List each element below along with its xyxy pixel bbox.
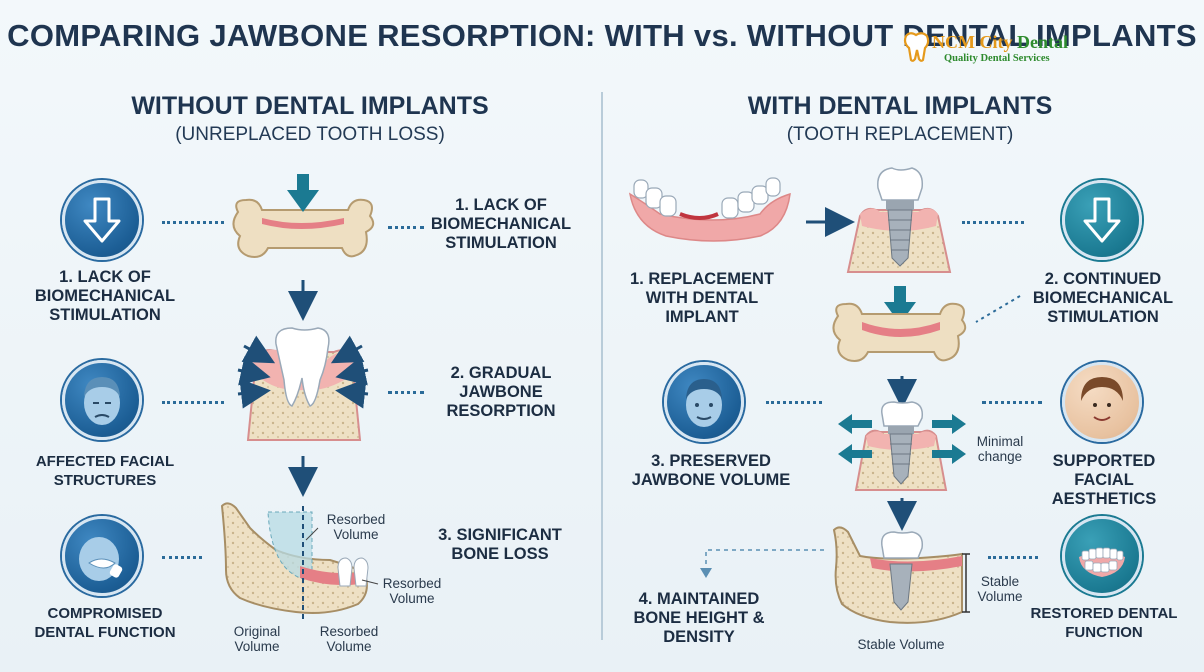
connector-dots [982, 401, 1042, 404]
left-icon-label-3: COMPROMISED DENTAL FUNCTION [34, 605, 176, 641]
left-step-1: 1. LACK OF BIOMECHANICAL STIMULATION [430, 196, 572, 252]
right-column-title: WITH DENTAL IMPLANTS [747, 92, 1053, 120]
atrophied-bone-icon [232, 198, 375, 258]
connector-dots [162, 556, 202, 559]
smiling-face-icon [1062, 362, 1142, 442]
left-column-title: WITHOUT DENTAL IMPLANTS [131, 92, 489, 120]
down-arrow-icon [287, 174, 319, 212]
page-title: COMPARING JAWBONE RESORPTION: WITH vs. W… [7, 18, 1197, 53]
left-step-3: 3. SIGNIFICANT BONE LOSS [438, 526, 562, 563]
right-icon-label-4: SUPPORTED FACIAL AESTHETICS [1051, 452, 1157, 508]
annotation-stable-volume-side: Stable Volume [977, 574, 1023, 604]
compromised-teeth-icon [62, 516, 142, 596]
logo-tagline: Quality Dental Services [944, 53, 1050, 64]
healthy-face-icon [664, 362, 744, 442]
side-arrows-icon [838, 414, 966, 464]
resorbed-mandible-icon [220, 502, 379, 620]
connector-dots [388, 391, 424, 394]
tooth-logo-icon [903, 32, 930, 62]
connector-dots [162, 221, 224, 224]
right-icon-label-2: 2. CONTINUED BIOMECHANICAL STIMULATION [1032, 270, 1174, 326]
annotation-original-volume: Original Volume [233, 624, 281, 654]
right-icon-label-5: RESTORED DENTAL FUNCTION [1030, 605, 1178, 641]
annotation-resorbed-right: Resorbed Volume [382, 576, 442, 606]
connector-dots [388, 226, 424, 229]
annotation-resorbed-bottom: Resorbed Volume [319, 624, 379, 654]
connector-dots [962, 221, 1024, 224]
stable-mandible-icon [832, 526, 970, 624]
column-divider [601, 92, 603, 640]
left-column-subtitle: (UNREPLACED TOOTH LOSS) [175, 124, 445, 145]
tooth-in-jawbone-icon [246, 327, 362, 441]
gum-arch-with-gap-icon [628, 177, 791, 242]
right-step-4: 4. MAINTAINED BONE HEIGHT & DENSITY [633, 590, 765, 646]
connector-dots [766, 401, 822, 404]
restored-teeth-icon [1062, 516, 1142, 596]
down-arrow-circle-icon [62, 180, 142, 260]
annotation-stable-volume-bottom: Stable Volume [857, 637, 945, 652]
annotation-resorbed-top: Resorbed Volume [326, 512, 386, 542]
aging-face-icon [62, 360, 142, 440]
implant-in-bone-icon [846, 167, 952, 273]
left-icon-label-2: AFFECTED FACIAL STRUCTURES [35, 453, 175, 489]
right-step-1: 1. REPLACEMENT WITH DENTAL IMPLANT [630, 270, 774, 326]
connector-dots [988, 556, 1038, 559]
right-step-3: 3. PRESERVED JAWBONE VOLUME [631, 452, 791, 489]
annotation-minimal-change: Minimal change [976, 434, 1024, 464]
left-step-2: 2. GRADUAL JAWBONE RESORPTION [446, 364, 556, 420]
left-icon-label-1: 1. LACK OF BIOMECHANICAL STIMULATION [34, 268, 176, 324]
logo-name: NCM City Dental [932, 32, 1068, 52]
right-column-subtitle: (TOOTH REPLACEMENT) [786, 124, 1014, 145]
connector-dots [162, 401, 224, 404]
down-arrow-circle-icon [1062, 180, 1142, 260]
preserved-implant-icon [854, 401, 948, 491]
healthy-bone-icon [832, 302, 967, 362]
